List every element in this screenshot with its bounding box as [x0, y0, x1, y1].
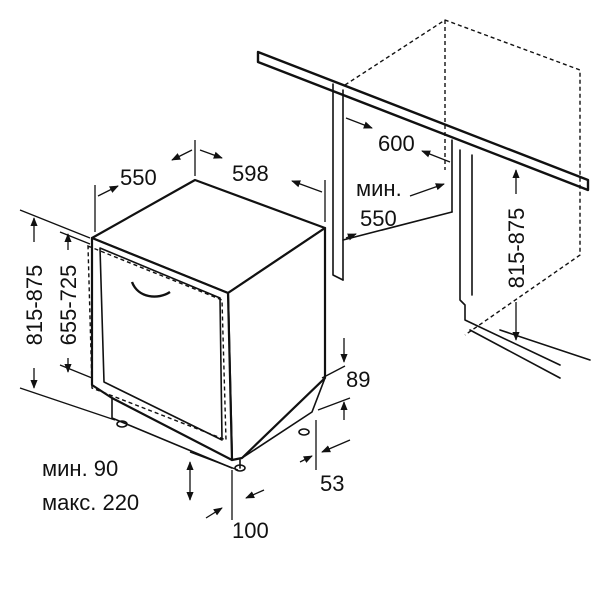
door-panel — [99, 247, 223, 441]
niche-right-panel — [459, 149, 561, 366]
gap-label: 100 — [232, 518, 269, 543]
plinth-min-label: мин. 90 — [42, 456, 118, 481]
door-handle — [130, 281, 171, 298]
foot-icon — [116, 420, 128, 428]
niche-width-label: 600 — [378, 131, 415, 156]
dashed-cabinet-outline — [344, 19, 581, 336]
dimension-lines — [19, 117, 520, 520]
plinth — [111, 397, 233, 469]
foot-label: 53 — [320, 471, 344, 496]
min-text-label: мин. — [356, 176, 402, 201]
plinth-max-label: макс. 220 — [42, 490, 139, 515]
width-label: 598 — [232, 161, 269, 186]
front-face — [90, 236, 234, 462]
height-left-label: 815-875 — [22, 265, 47, 346]
cabinet-niche — [256, 19, 591, 379]
plinth-label: 89 — [346, 367, 370, 392]
height-right-label: 815-875 — [504, 208, 529, 289]
depth-label: 550 — [120, 165, 157, 190]
min-value-label: 550 — [360, 206, 397, 231]
height-inner-label: 655-725 — [56, 265, 81, 346]
foot-icon — [298, 428, 310, 436]
countertop — [256, 50, 590, 192]
dishwasher-body — [87, 178, 327, 472]
niche-left-panel — [332, 83, 344, 281]
